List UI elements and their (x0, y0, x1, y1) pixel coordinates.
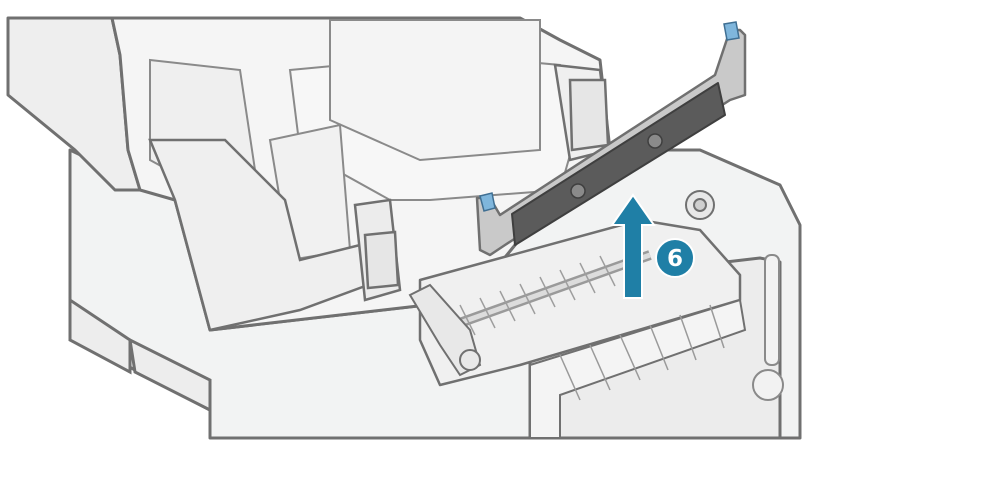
roll-holder-left (148, 138, 402, 332)
paper-exit-guide (529, 298, 747, 439)
step-badge: 6 (655, 238, 695, 278)
removable-cutter-bar (475, 28, 747, 257)
lift-arrow-icon (610, 193, 656, 299)
release-tabs (479, 21, 740, 212)
step-number: 6 (667, 246, 683, 272)
gear-mechanism (685, 190, 715, 220)
tab-left-icon (479, 192, 496, 212)
tab-right-icon (723, 21, 740, 41)
side-panel-details (752, 254, 784, 401)
release-lever (408, 283, 482, 377)
roll-holder-right (553, 63, 612, 162)
printer-base (68, 297, 212, 413)
